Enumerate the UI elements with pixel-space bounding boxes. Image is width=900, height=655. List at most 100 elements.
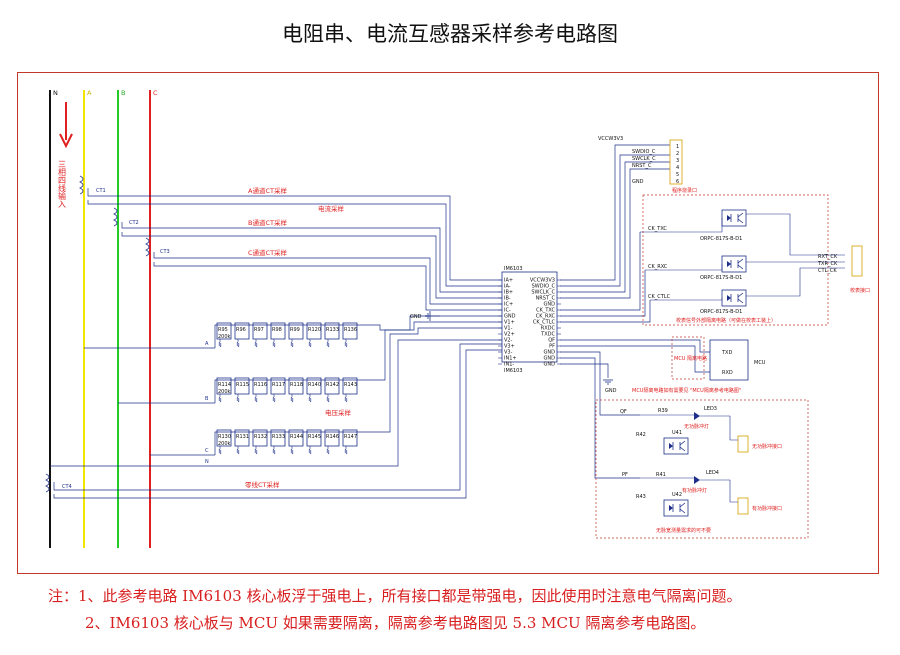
chip-pin-label: IA- [504,284,511,290]
ct1: CT1 [79,175,106,195]
chip-pin-label: IB+ [504,290,513,296]
chip-right-pins: VCCW3V3SWDIO_CSWCLK_CNRST_CGNDCK_TXCCK_R… [530,278,561,368]
chip-left-pins: IA+IA-IB+IB-IC+IC-GNDV1+V1-V2+V2-V3+V3-I… [498,278,517,368]
svg-text:R116: R116 [254,382,267,388]
svg-text:GND: GND [632,179,644,185]
input-label: 三相四线输入 [58,160,67,208]
svg-text:IM6103: IM6103 [504,368,523,374]
svg-text:QF: QF [620,409,627,415]
svg-text:MCU 隔离电路: MCU 隔离电路 [674,355,707,362]
chip-pin-label: CK_CTLC [533,320,556,326]
svg-text:无功脉冲接口: 无功脉冲接口 [752,443,782,450]
svg-text:SWDIO_C: SWDIO_C [632,149,656,155]
resistor-row-a: R95 R96 R97 R98 R99 R120 R133 R136 [216,322,358,348]
resistor-ladder-c: C [150,327,502,456]
svg-text:R41: R41 [656,472,666,478]
chip-pin-label: V3+ [504,344,515,350]
chip-pin-label: RXDC [541,326,556,332]
svg-text:R96: R96 [236,327,246,333]
chip-pin-label: IC- [504,308,511,314]
svg-text:R99: R99 [290,327,300,333]
svg-text:IM6103: IM6103 [504,266,523,272]
svg-text:CTL_CK: CTL_CK [818,268,837,274]
svg-text:CT1: CT1 [96,188,106,194]
resistor-ladder-b: B [118,321,502,404]
svg-text:MCU: MCU [754,360,766,366]
svg-text:LED4: LED4 [706,470,719,476]
svg-text:无脉宽测量需求的可不要: 无脉宽测量需求的可不要 [656,527,711,534]
svg-text:U42: U42 [672,492,682,498]
chip-pin-label: CK_RXC [536,314,556,320]
svg-text:R147: R147 [344,434,357,440]
svg-text:200k: 200k [218,389,231,395]
svg-text:GND: GND [410,314,422,320]
svg-text:ORPC-817S-B-D1: ORPC-817S-B-D1 [700,309,742,315]
chip-pin-label: IN1+ [504,356,517,362]
svg-text:ORPC-817S-B-D1: ORPC-817S-B-D1 [700,275,742,281]
svg-text:N: N [205,459,209,465]
neutral-tap: N [50,339,502,467]
svg-text:PF: PF [622,472,628,478]
phase-label-n: N [53,89,58,97]
note-line-1: 注：1、此参考电路 IM6103 核心板浮于强电上，所有接口都是带强电，因此使用… [48,587,742,605]
svg-text:U41: U41 [672,430,682,436]
chip-pin-label: PF [549,344,555,350]
label-current: 电流采样 [318,204,345,213]
svg-text:R133: R133 [326,327,339,333]
svg-text:R145: R145 [308,434,321,440]
chip-pin-label: IN1- [504,362,514,368]
svg-text:2: 2 [676,151,679,157]
svg-text:CK_RXC: CK_RXC [648,264,668,270]
ct2: CT2 [113,207,139,227]
phase-label-c: C [153,89,158,97]
svg-text:R146: R146 [326,434,339,440]
svg-text:3: 3 [676,158,679,164]
pulse-box [595,399,809,539]
im6103-chip: IM6103 IM6103 [501,266,558,374]
svg-text:R97: R97 [254,327,264,333]
svg-text:A: A [205,341,209,347]
svg-text:R142: R142 [326,382,339,388]
page-title: 电阻串、电流互感器采样参考电路图 [282,22,618,46]
chip-pin-label: V1- [504,326,513,332]
svg-text:ORPC-817S-B-D1: ORPC-817S-B-D1 [700,236,742,242]
mcu-isolation: MCU 隔离电路 TXD RXD MCU MCU隔离电路如有需要见 "MCU隔离… [632,336,766,394]
svg-text:校表信号外部隔离电路（可做在校表工装上）: 校表信号外部隔离电路（可做在校表工装上） [676,317,776,324]
svg-text:VCCW3V3: VCCW3V3 [598,136,623,142]
svg-text:R120: R120 [308,327,321,333]
svg-text:LED3: LED3 [704,406,717,412]
resistor-values: 200k 200k 200k [218,334,231,447]
svg-text:无功脉冲灯: 无功脉冲灯 [684,423,709,430]
resistor-row-b: R114 R115 R116 R117 R118 R140 R142 R143 [216,377,358,403]
svg-text:R114: R114 [218,382,231,388]
gnd-chip-right [602,379,614,385]
svg-text:R98: R98 [272,327,282,333]
svg-text:R42: R42 [636,432,646,438]
ct4: CT4 [45,473,72,493]
verify-port: 校表接口 [850,245,870,294]
diagram-frame [17,72,879,574]
resistor-row-c: R130 R131 R132 R133 R144 R145 R146 R147 [216,429,358,455]
svg-text:200k: 200k [218,441,231,447]
chip-pin-label: GND [544,356,556,362]
svg-text:CT2: CT2 [129,220,139,226]
chip-pin-label: SWDIO_C [532,284,556,290]
phase-label-b: B [121,89,125,97]
svg-text:R43: R43 [636,494,646,500]
chip-pin-label: GND [544,362,556,368]
verify-isolation-box [642,194,829,326]
ct-wires [53,188,502,499]
svg-text:程序烧录口: 程序烧录口 [672,187,697,194]
svg-text:CT4: CT4 [62,484,72,490]
chip-pin-label: GND [504,314,516,320]
svg-text:SWCLK_C: SWCLK_C [632,156,656,162]
svg-text:CK_TXC: CK_TXC [648,226,667,232]
svg-text:5: 5 [676,172,679,178]
chip-pin-label: CK_TXC [536,308,555,314]
label-voltage: 电压采样 [325,408,352,417]
svg-text:B: B [205,396,209,402]
gnd-chip-label: GND [605,388,617,394]
svg-text:TXD: TXD [721,350,732,356]
chip-pin-label: IB- [504,296,511,302]
svg-text:有功脉冲接口: 有功脉冲接口 [752,505,782,512]
